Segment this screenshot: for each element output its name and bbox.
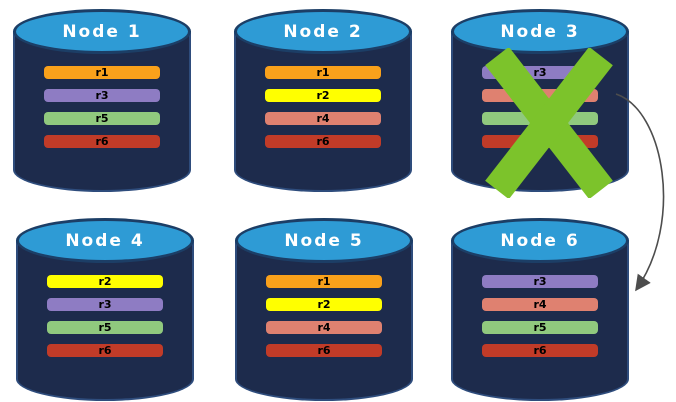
node-4-cylinder-top: Node 4 <box>16 218 194 263</box>
node-2: Node 2 r1 r2 r4 r6 <box>234 9 412 193</box>
replica-bar-r5: r5 <box>44 112 160 125</box>
node-1-replicas: r1 r3 r5 r6 <box>44 66 160 148</box>
node-1: Node 1 r1 r3 r5 r6 <box>13 9 191 193</box>
node-3-title: Node 3 <box>500 21 580 42</box>
node-6: Node 6 r3 r4 r5 r6 <box>451 218 629 402</box>
node-4-replicas: r2 r3 r5 r6 <box>47 275 163 357</box>
node-4-title: Node 4 <box>65 230 145 251</box>
replica-bar-r3: r3 <box>44 89 160 102</box>
node-2-cylinder-body <box>234 31 412 192</box>
replica-bar-r2: r2 <box>47 275 163 288</box>
replica-bar-r1: r1 <box>265 66 381 79</box>
replica-bar-r3: r3 <box>482 275 598 288</box>
replica-bar-r5: r5 <box>47 321 163 334</box>
replica-bar-r2: r2 <box>265 89 381 102</box>
node-3-cylinder-top: Node 3 <box>451 9 629 54</box>
replica-bar-r6: r6 <box>47 344 163 357</box>
node-2-title: Node 2 <box>283 21 363 42</box>
replica-bar-r3: r3 <box>47 298 163 311</box>
node-5: Node 5 r1 r2 r4 r6 <box>235 218 413 402</box>
node-1-cylinder-body <box>13 31 191 192</box>
replica-bar-r5: r5 <box>482 321 598 334</box>
replica-bar-r6: r6 <box>482 344 598 357</box>
node-4: Node 4 r2 r3 r5 r6 <box>16 218 194 402</box>
replica-bar-r4: r4 <box>482 298 598 311</box>
node-4-cylinder-body <box>16 240 194 401</box>
node-1-title: Node 1 <box>62 21 142 42</box>
node-3: Node 3 r3 <box>451 9 629 198</box>
node-5-cylinder-body <box>235 240 413 401</box>
replica-bar-r4: r4 <box>265 112 381 125</box>
node-6-replicas: r3 r4 r5 r6 <box>482 275 598 357</box>
node-1-cylinder-top: Node 1 <box>13 9 191 54</box>
node-5-title: Node 5 <box>284 230 364 251</box>
replica-bar-r1: r1 <box>266 275 382 288</box>
replica-bar-r2: r2 <box>266 298 382 311</box>
node-6-title: Node 6 <box>500 230 580 251</box>
node-6-cylinder-top: Node 6 <box>451 218 629 263</box>
replica-bar-r1: r1 <box>44 66 160 79</box>
failure-x-icon <box>485 48 613 198</box>
replica-bar-r6: r6 <box>265 135 381 148</box>
node-2-replicas: r1 r2 r4 r6 <box>265 66 381 148</box>
node-5-replicas: r1 r2 r4 r6 <box>266 275 382 357</box>
replica-bar-r4: r4 <box>266 321 382 334</box>
node-2-cylinder-top: Node 2 <box>234 9 412 54</box>
replica-bar-r6: r6 <box>266 344 382 357</box>
replica-bar-r6: r6 <box>44 135 160 148</box>
node-5-cylinder-top: Node 5 <box>235 218 413 263</box>
node-6-cylinder-body <box>451 240 629 401</box>
